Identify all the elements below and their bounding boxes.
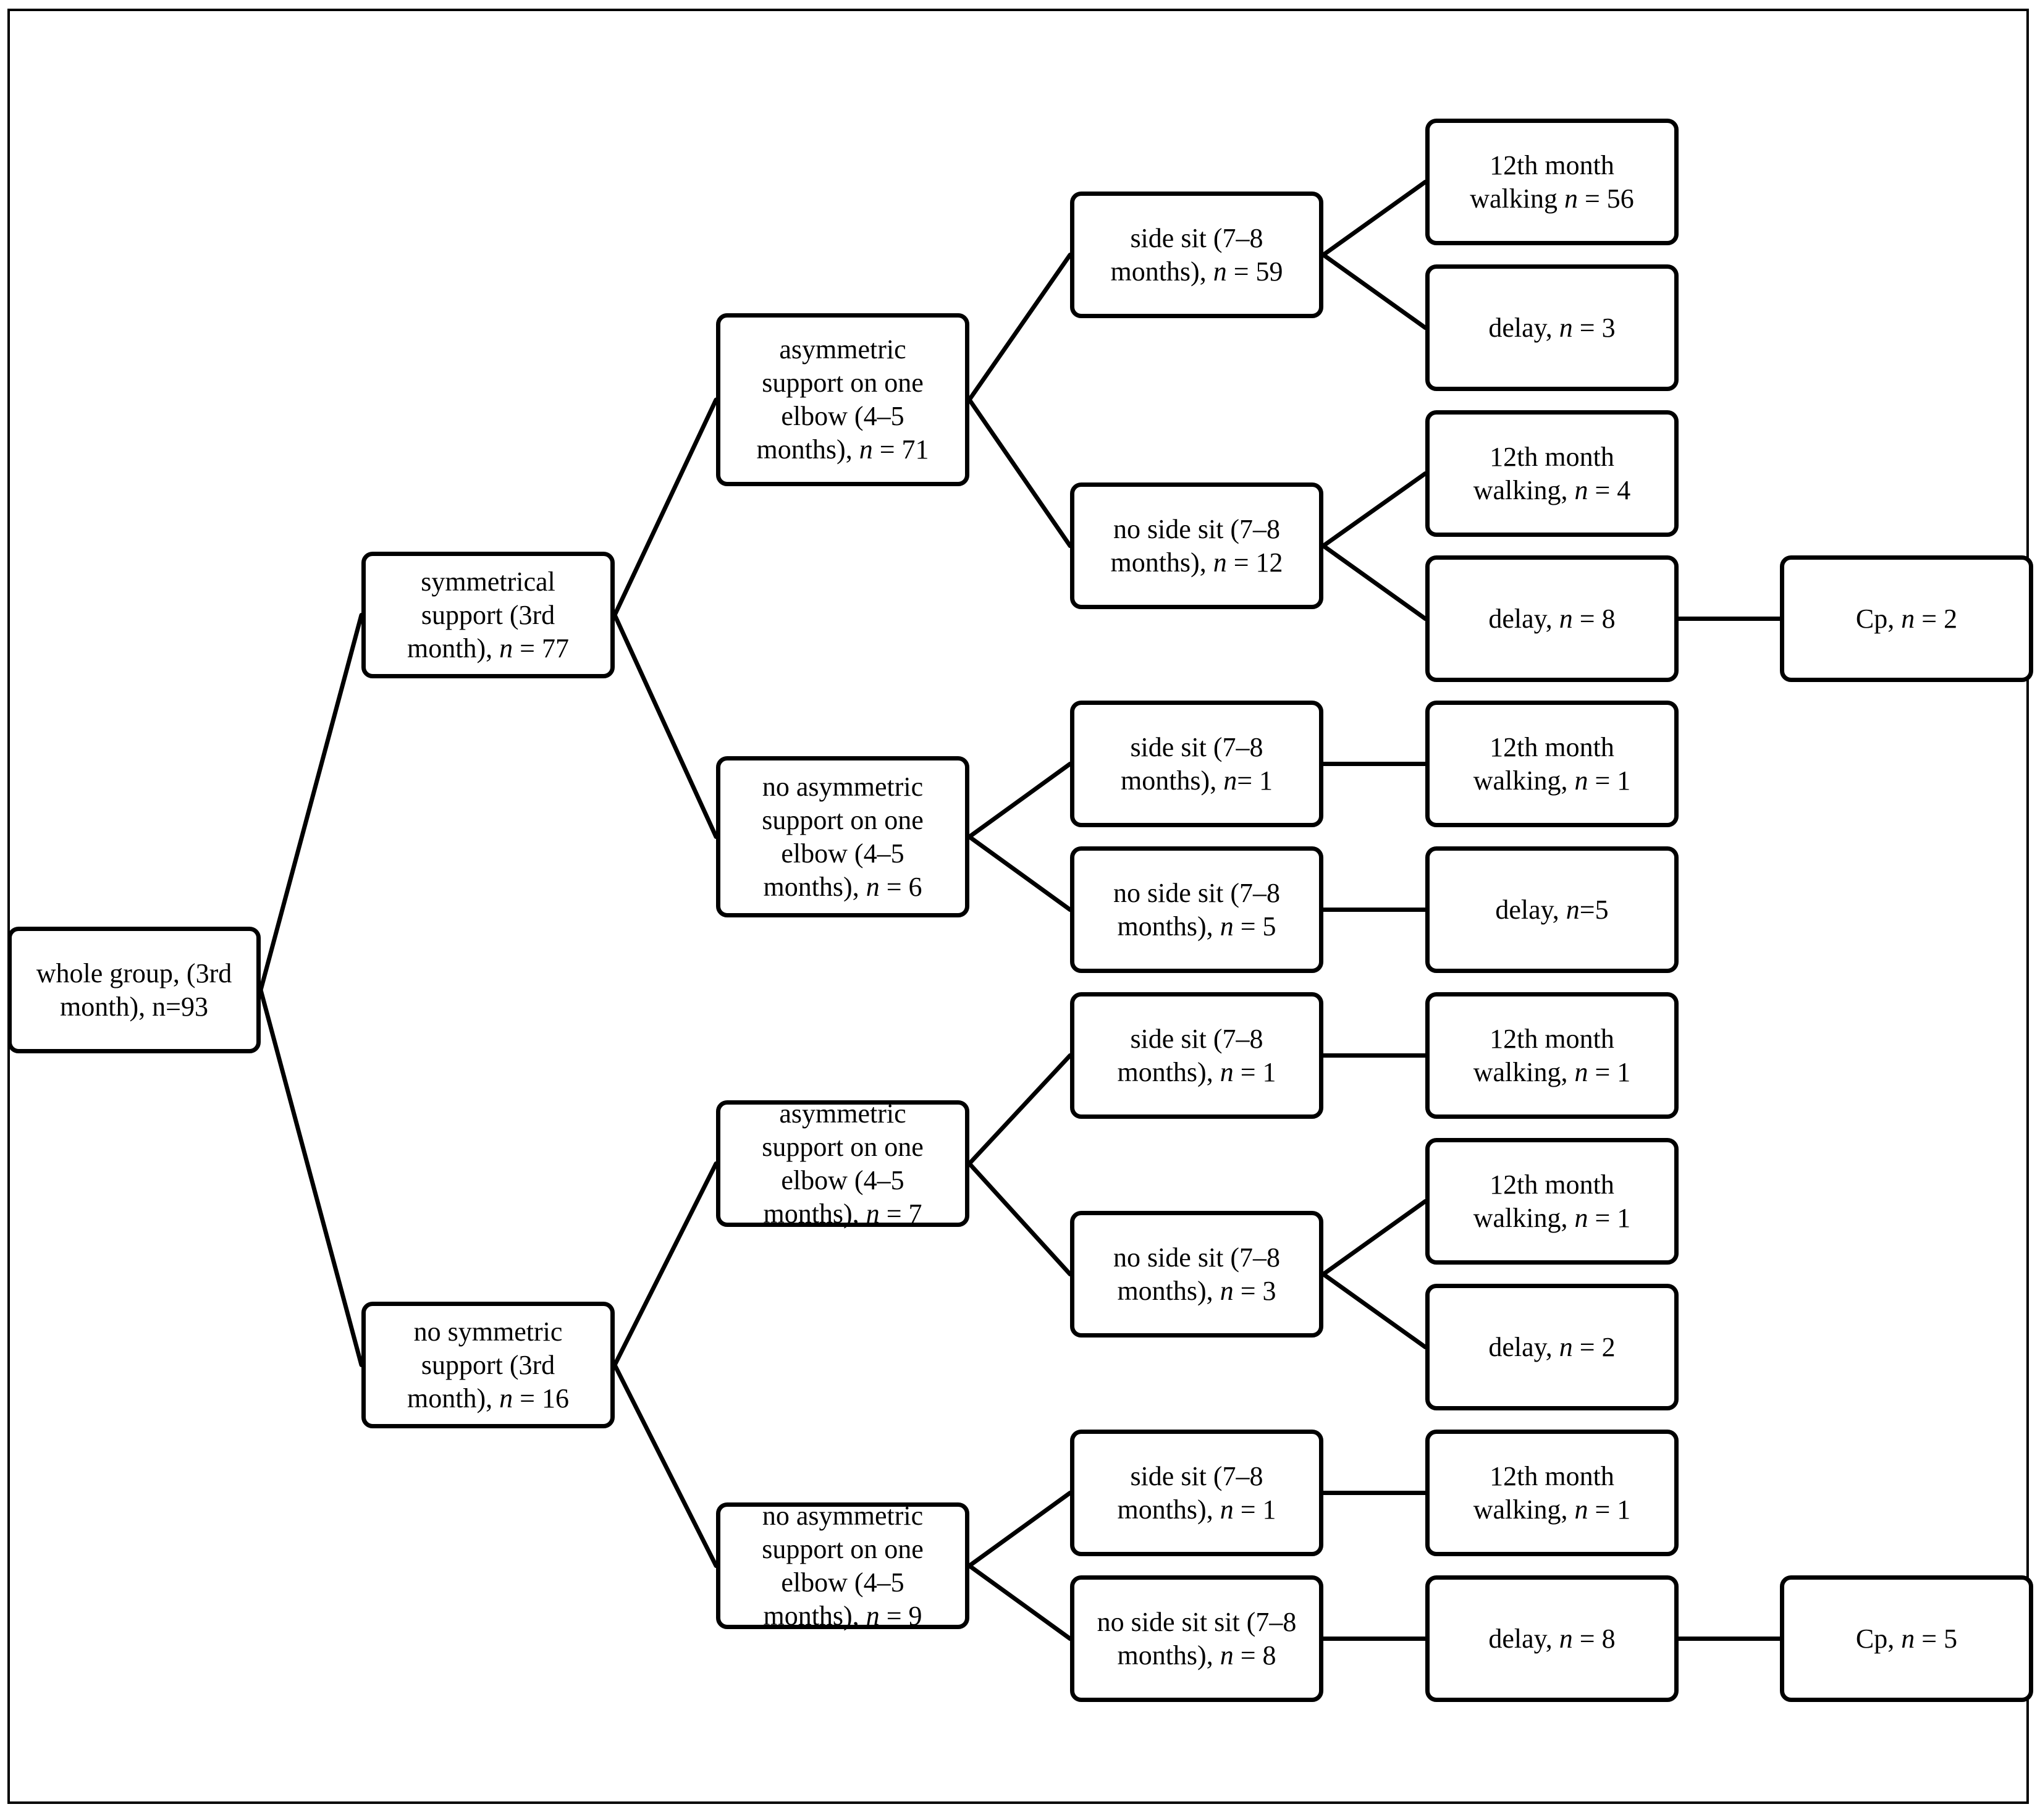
edge-whole-group-to-symmetrical: [258, 613, 364, 992]
node-noasym-6: no asymmetric support on one elbow (4–5 …: [716, 756, 969, 917]
node-walk-1b: 12th month walking, n = 1: [1425, 992, 1679, 1119]
node-sidesit-1a: side sit (7–8 months), n= 1: [1070, 701, 1323, 827]
node-label: delay, n = 2: [1488, 1331, 1616, 1362]
node-label: side sit (7–8 months), n = 59: [1110, 222, 1283, 287]
edge-sidesit-59-to-delay-3: [1321, 253, 1428, 330]
node-nosidesit-12: no side sit (7–8 months), n = 12: [1070, 482, 1323, 609]
node-label: no side sit (7–8 months), n = 12: [1110, 513, 1283, 578]
edge-nosidesit-12-to-delay-8a: [1321, 544, 1428, 621]
node-label: Cp, n = 5: [1855, 1623, 1958, 1654]
node-nosidesit-8: no side sit sit (7–8 months), n = 8: [1070, 1575, 1323, 1702]
node-sidesit-1b: side sit (7–8 months), n = 1: [1070, 992, 1323, 1119]
edge-asym-7-to-sidesit-1b: [967, 1053, 1073, 1166]
edge-noasym-9-to-nosidesit-8: [967, 1564, 1073, 1641]
node-label: no symmetric support (3rd month), n = 16: [407, 1316, 569, 1413]
node-asym-7: asymmetric support on one elbow (4–5 mon…: [716, 1098, 969, 1229]
edge-nosidesit-3-to-walk-1c: [1321, 1199, 1428, 1276]
node-asym-71: asymmetric support on one elbow (4–5 mon…: [716, 313, 969, 486]
edge-noasym-6-to-sidesit-1a: [967, 762, 1073, 839]
node-label: asymmetric support on one elbow (4–5 mon…: [756, 334, 929, 465]
edge-noasym-6-to-nosidesit-5: [967, 835, 1073, 912]
node-delay-3: delay, n = 3: [1425, 264, 1679, 391]
edge-no-symmetric-to-asym-7: [612, 1161, 719, 1367]
node-sidesit-59: side sit (7–8 months), n = 59: [1070, 192, 1323, 318]
node-label: no side sit sit (7–8 months), n = 8: [1097, 1606, 1297, 1670]
node-label: delay, n = 8: [1488, 603, 1616, 634]
node-label: 12th month walking, n = 1: [1473, 1460, 1631, 1525]
node-no-symmetric: no symmetric support (3rd month), n = 16: [361, 1302, 615, 1428]
node-walk-1d: 12th month walking, n = 1: [1425, 1430, 1679, 1556]
node-nosidesit-3: no side sit (7–8 months), n = 3: [1070, 1211, 1323, 1338]
node-label: side sit (7–8 months), n= 1: [1120, 731, 1273, 796]
node-label: 12th month walking, n = 4: [1473, 441, 1631, 505]
node-label: delay, n = 8: [1488, 1623, 1616, 1654]
node-label: no asymmetric support on one elbow (4–5 …: [762, 771, 924, 902]
edge-no-symmetric-to-noasym-9: [612, 1363, 719, 1568]
node-label: delay, n = 3: [1488, 312, 1616, 343]
node-label: side sit (7–8 months), n = 1: [1117, 1460, 1276, 1525]
node-delay-8b: delay, n = 8: [1425, 1575, 1679, 1702]
node-delay-8a: delay, n = 8: [1425, 555, 1679, 682]
node-symmetrical: symmetrical support (3rd month), n = 77: [361, 552, 615, 678]
node-label: Cp, n = 2: [1855, 603, 1958, 634]
edge-whole-group-to-no-symmetric: [258, 988, 364, 1367]
node-delay-5: delay, n=5: [1425, 846, 1679, 973]
edge-noasym-9-to-sidesit-1c: [967, 1491, 1073, 1568]
node-walk-56: 12th month walking n = 56: [1425, 119, 1679, 245]
edge-symmetrical-to-noasym-6: [612, 613, 719, 839]
node-delay-2: delay, n = 2: [1425, 1284, 1679, 1410]
node-nosidesit-5: no side sit (7–8 months), n = 5: [1070, 846, 1323, 973]
edge-asym-71-to-sidesit-59: [967, 253, 1073, 402]
node-walk-1c: 12th month walking, n = 1: [1425, 1138, 1679, 1265]
node-noasym-9: no asymmetric support on one elbow (4–5 …: [716, 1501, 969, 1631]
node-label: 12th month walking n = 56: [1470, 150, 1634, 214]
edge-symmetrical-to-asym-71: [612, 397, 719, 617]
diagram-frame: [7, 9, 2029, 1804]
node-label: 12th month walking, n = 1: [1473, 1023, 1631, 1087]
node-cp-5: Cp, n = 5: [1780, 1575, 2033, 1702]
edge-nosidesit-12-to-walk-4: [1321, 471, 1428, 548]
node-cp-2: Cp, n = 2: [1780, 555, 2033, 682]
node-label: no side sit (7–8 months), n = 5: [1113, 877, 1281, 942]
node-walk-1a: 12th month walking, n = 1: [1425, 701, 1679, 827]
node-label: symmetrical support (3rd month), n = 77: [407, 566, 569, 664]
node-label: side sit (7–8 months), n = 1: [1117, 1023, 1276, 1087]
node-walk-4: 12th month walking, n = 4: [1425, 410, 1679, 537]
node-whole-group: whole group, (3rd month), n=93: [7, 927, 261, 1053]
node-label: no side sit (7–8 months), n = 3: [1113, 1242, 1281, 1306]
node-label: asymmetric support on one elbow (4–5 mon…: [762, 1098, 924, 1229]
node-label: no asymmetric support on one elbow (4–5 …: [762, 1500, 924, 1631]
node-label: delay, n=5: [1495, 894, 1609, 925]
edge-asym-7-to-nosidesit-3: [967, 1161, 1073, 1276]
edge-asym-71-to-nosidesit-12: [967, 397, 1073, 548]
edge-sidesit-59-to-walk-56: [1321, 180, 1428, 257]
node-label: 12th month walking, n = 1: [1473, 731, 1631, 796]
node-label: whole group, (3rd month), n=93: [36, 958, 232, 1022]
node-sidesit-1c: side sit (7–8 months), n = 1: [1070, 1430, 1323, 1556]
node-label: 12th month walking, n = 1: [1473, 1169, 1631, 1233]
edge-nosidesit-3-to-delay-2: [1321, 1272, 1428, 1349]
